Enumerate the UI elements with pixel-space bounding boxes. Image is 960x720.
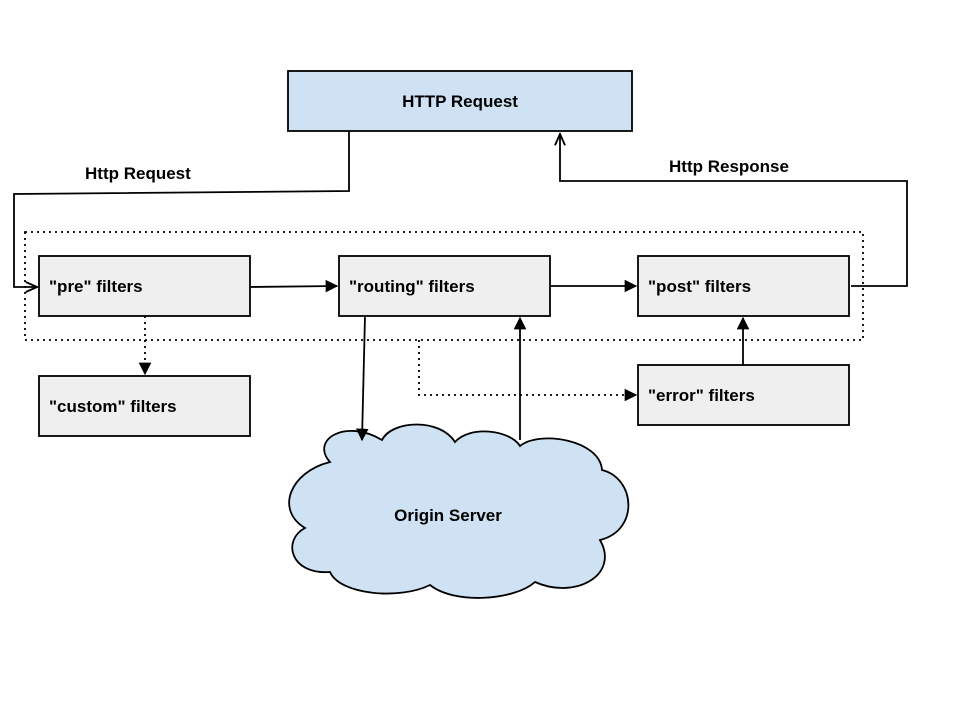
post-filters-node: "post" filters [637,255,850,317]
pre-filters-label: "pre" filters [49,277,143,296]
origin-server-cloud: Origin Server [288,423,630,599]
custom-filters-node: "custom" filters [38,375,251,437]
routing-to-origin-arrow [355,315,369,442]
pre-to-routing-arrow [249,279,339,293]
http-request-edge-label: Http Request [85,164,191,183]
routing-filters-node: "routing" filters [338,255,551,317]
error-filters-label: "error" filters [648,386,755,405]
routing-filters-label: "routing" filters [349,277,475,296]
container-to-error-arrow [418,340,638,402]
http-request-label: HTTP Request [402,92,518,111]
custom-filters-label: "custom" filters [49,397,177,416]
http-request-node: HTTP Request [287,70,633,132]
http-response-edge-label: Http Response [669,157,789,176]
http-request-edge: Http Request [13,131,350,287]
filter-pipeline-container [24,231,864,341]
post-filters-label: "post" filters [648,277,751,296]
origin-server-label: Origin Server [394,506,502,525]
pre-filters-node: "pre" filters [38,255,251,317]
error-filters-node: "error" filters [637,364,850,426]
http-response-edge: Http Response [560,134,908,287]
